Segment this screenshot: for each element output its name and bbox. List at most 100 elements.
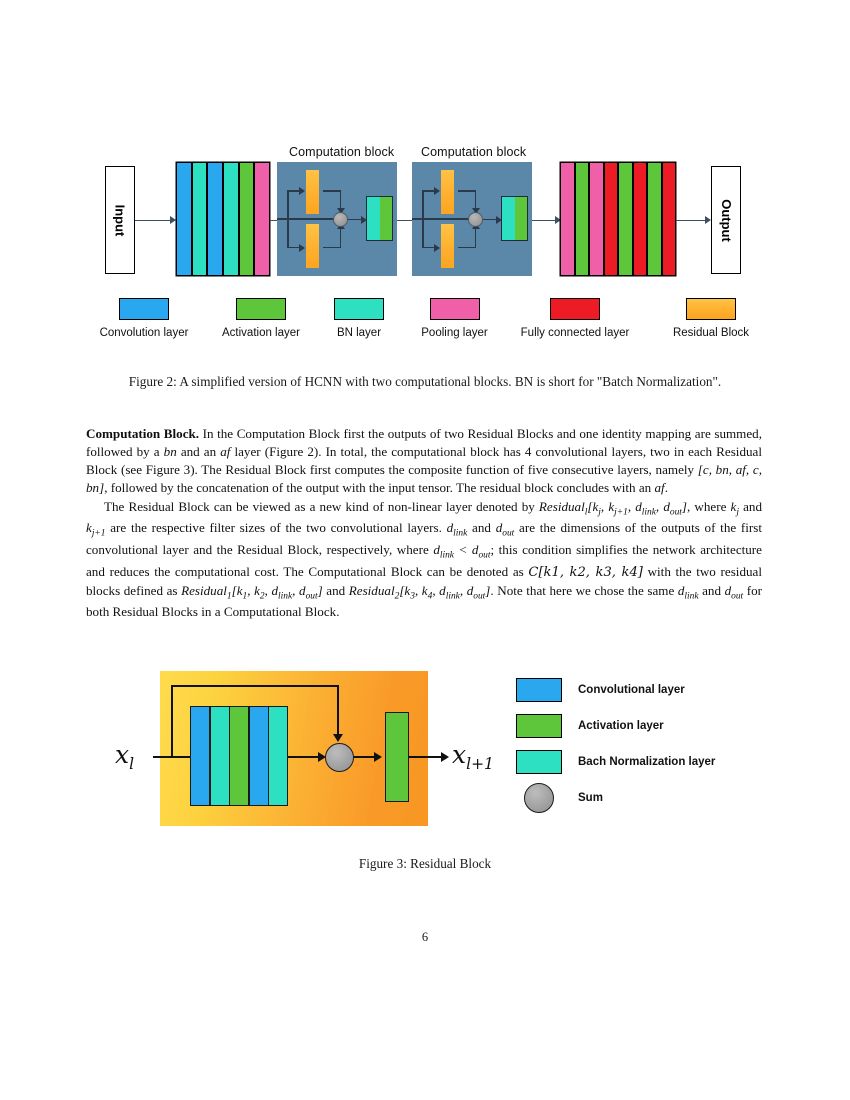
legend-label-1: Activation layer [222,327,300,339]
paragraph-2: The Residual Block can be viewed as a ne… [86,498,762,622]
arrowhead-icon [299,187,305,195]
input-label: Input [112,204,128,236]
legend-label-5: Residual Block [672,327,750,339]
arrowhead-icon [441,752,449,762]
f3-stack-to-sum-arrow [288,756,322,759]
residual-notation-3: Residual2[k3, k4, dlink, dout] [348,582,491,602]
arrowhead-icon [170,216,176,224]
fig3-legend-item-1: Activation layer [516,708,776,744]
block2-bottom-out [458,246,476,249]
input-tensor-x: x [115,740,130,769]
residual-stack-bar-3 [249,707,268,805]
arrowhead-icon [555,216,561,224]
para1-seg-c: layer (Figure 2). In total, the computat… [86,444,762,478]
para2-seg-d: are the respective filter sizes of the t… [105,520,447,536]
block2-top-down [474,190,477,212]
body-text: Computation Block. In the Computation Bl… [86,425,762,621]
arrow-input-to-stack [135,219,173,222]
para1-seg-d: , followed by the concatenation of the o… [104,480,655,496]
figure-3-caption: Figure 3: Residual Block [358,856,492,871]
left-layer-stack [176,162,270,276]
legend-label-0: Convolution layer [99,327,189,339]
block1-bn-af-pair [366,196,393,241]
fig3-legend-label-3: Sum [578,792,603,804]
sum-node [333,212,348,227]
para2-seg-a: The Residual Block can be viewed as a ne… [104,498,539,514]
right-layer-bar-2 [590,163,603,275]
para1-af: af [220,444,231,460]
computation-block-title-1: Computation block [289,145,395,159]
arrowhead-icon [705,216,711,224]
block1-sum-out [348,218,365,221]
para2-seg-g: with the two residual blocks defined as [86,563,762,598]
input-tensor-sub: l [129,755,135,773]
right-layer-bar-1 [575,163,588,275]
legend-item-0: Convolution layer [94,298,194,339]
input-tensor-label: xl [115,740,134,773]
figure-3: xl xl+1 [0,660,850,860]
block1-split-line [287,190,289,248]
block1-top-in [287,190,301,192]
left-layer-bar-0 [177,163,191,275]
computation-block-title-2: Computation block [421,145,527,159]
legend-label-2: BN layer [336,327,382,339]
para2-seg-e: are the dimensions of the outputs of the… [86,520,763,557]
residual-stack-bar-0 [191,707,209,805]
figure-2: Computation block Computation block Inpu… [0,132,850,362]
legend-item-2: BN layer [321,298,397,339]
page-number: 6 [421,930,429,944]
block1-top-down [339,190,342,212]
legend-swatch-0 [119,298,169,320]
right-layer-bar-0 [561,163,574,275]
block2-bottom-up [474,226,477,248]
legend-swatch-4 [550,298,600,320]
left-layer-bar-3 [224,163,238,275]
legend-item-3: Pooling layer [406,298,503,339]
calligraphic-c-notation: C[k1, k2, k3, k4] [528,564,643,580]
computation-block-heading: Computation Block. [86,426,200,441]
arrowhead-icon [434,243,440,252]
legend-item-5: Residual Block [664,298,758,339]
legend-label-3: Pooling layer [421,327,488,339]
block2-top-in [422,190,436,192]
para1-seg-b: and an [176,444,221,460]
fig3-legend-swatch-1 [516,714,562,738]
para2-seg-h: and [322,582,349,598]
skip-connection-vertical-right [336,685,339,737]
right-layer-bar-5 [633,163,646,275]
para2-seg-i: . Note that here we chose the same [490,582,678,598]
activation-layer-bar [385,712,409,802]
output-tensor-sub: l+1 [466,755,494,773]
para1-bn: bn [163,444,177,460]
paragraph-1: Computation Block. In the Computation Bl… [86,425,762,498]
arrowhead-icon [333,734,343,742]
d-link-1: dlink [446,520,468,539]
af-layer-bar-1 [514,197,527,240]
k-j1: kj+1 [86,520,106,539]
legend-swatch-1 [236,298,286,320]
arrowhead-icon [374,752,382,762]
arrowhead-icon [496,215,502,224]
f3-input-arrow [153,756,195,759]
residual-notation-1: Residuall[kj, kj+1, dlink, dout] [538,498,688,518]
arrowhead-icon [361,215,367,224]
arrowhead-icon [299,243,305,252]
fig3-legend-item-2: Bach Normalization layer [516,744,776,780]
fig3-legend-label-1: Activation layer [578,720,664,732]
legend-swatch-5 [686,298,736,320]
f3-sum-to-activation-arrow [354,756,378,759]
legend-item-1: Activation layer [203,298,319,339]
para1-af2: af [654,480,665,496]
para1-layer-list: [c, bn, af, c, bn] [86,462,762,496]
block2-bottom-in [422,246,436,249]
arrowhead-icon [471,208,480,214]
residual-block-top [306,170,319,214]
residual-block-bottom [441,224,454,268]
residual-block-top [441,170,454,214]
para2-seg-c2: and [467,520,496,536]
residual-stack-bar-1 [210,707,229,805]
output-tensor-x: x [452,740,467,769]
output-label: Output [718,198,734,242]
f3-output-arrow [409,756,445,759]
left-layer-bar-5 [255,163,270,275]
